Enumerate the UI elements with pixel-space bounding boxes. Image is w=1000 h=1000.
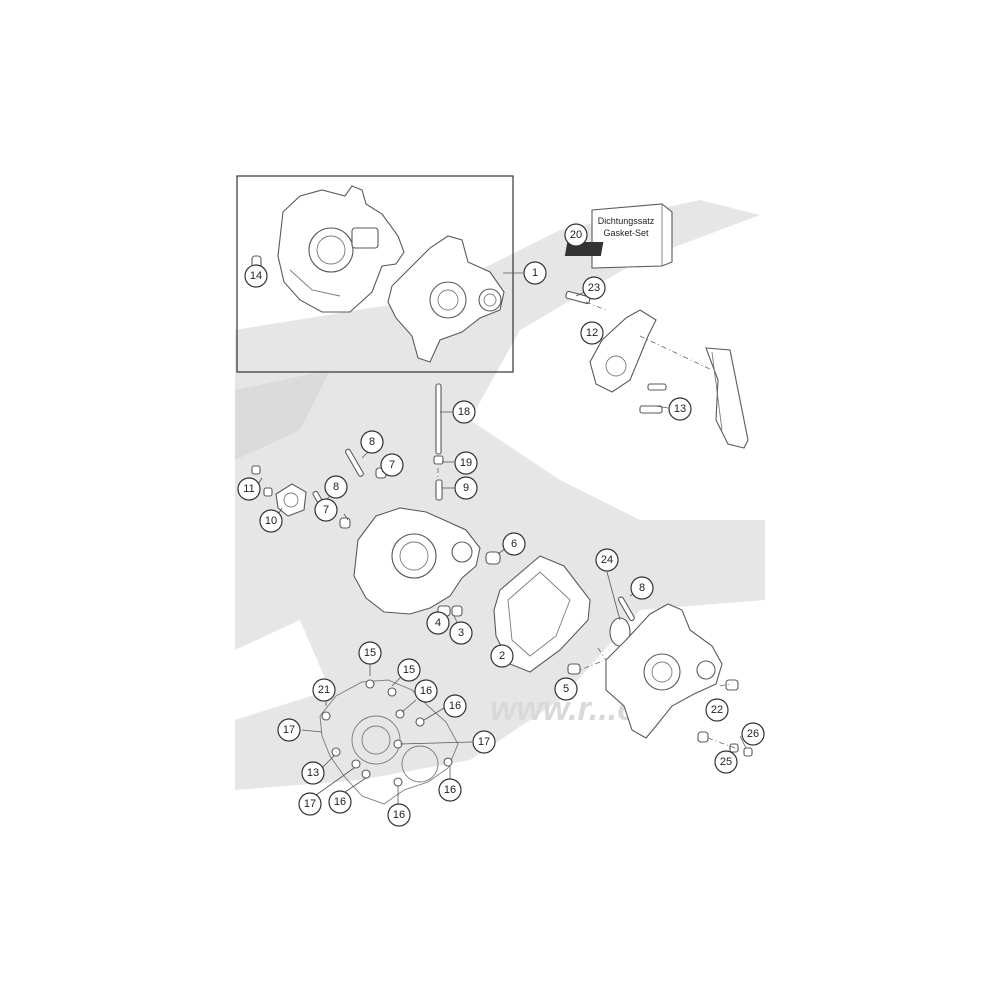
callout-24: 24 bbox=[595, 548, 619, 572]
callout-16-upper-right: 16 bbox=[443, 694, 467, 718]
callout-9: 9 bbox=[454, 476, 478, 500]
svg-text:11: 11 bbox=[243, 483, 254, 495]
svg-text:19: 19 bbox=[460, 457, 472, 469]
svg-text:8: 8 bbox=[639, 582, 645, 594]
callout-14: 14 bbox=[244, 264, 268, 288]
svg-text:17: 17 bbox=[283, 724, 295, 736]
gasket-box-line2: Gasket-Set bbox=[603, 228, 649, 238]
callout-15-left: 15 bbox=[358, 641, 382, 665]
callout-15-right: 15 bbox=[397, 658, 421, 682]
callout-7-middle: 7 bbox=[314, 498, 338, 522]
callout-8-upper: 8 bbox=[360, 430, 384, 454]
svg-text:21: 21 bbox=[318, 684, 330, 696]
callout-3: 3 bbox=[449, 621, 473, 645]
callout-26: 26 bbox=[741, 722, 765, 746]
seal-ring bbox=[609, 596, 635, 647]
svg-text:24: 24 bbox=[601, 554, 613, 566]
callout-12: 12 bbox=[580, 321, 604, 345]
ktm-logo-text: KTM bbox=[615, 245, 637, 256]
callout-25: 25 bbox=[714, 750, 738, 774]
svg-text:15: 15 bbox=[403, 664, 415, 676]
callout-layer: 1 14 20 23 12 13 18 8 7 19 9 11 8 10 7 6… bbox=[237, 223, 765, 827]
engine-bracket bbox=[565, 290, 667, 414]
crankcase-right-assembled bbox=[567, 603, 753, 757]
svg-text:16: 16 bbox=[449, 700, 461, 712]
svg-text:12: 12 bbox=[586, 327, 598, 339]
crankcase-left-half bbox=[277, 185, 405, 313]
svg-text:13: 13 bbox=[674, 403, 686, 415]
crankcase-cover bbox=[319, 679, 459, 805]
callout-10: 10 bbox=[259, 509, 283, 533]
callout-20: 20 bbox=[564, 223, 588, 247]
crankcase-right-half bbox=[387, 235, 505, 363]
svg-text:25: 25 bbox=[720, 756, 732, 768]
svg-text:6: 6 bbox=[511, 538, 517, 550]
svg-text:14: 14 bbox=[250, 270, 262, 282]
callout-21: 21 bbox=[312, 678, 336, 702]
svg-text:13: 13 bbox=[307, 767, 319, 779]
callout-6: 6 bbox=[502, 532, 526, 556]
svg-text:23: 23 bbox=[588, 282, 600, 294]
svg-text:8: 8 bbox=[333, 481, 339, 493]
callout-22: 22 bbox=[705, 698, 729, 722]
callout-16-bottom-center: 16 bbox=[387, 803, 411, 827]
callout-11: 11 bbox=[237, 477, 261, 501]
frame-guard bbox=[705, 347, 749, 449]
callout-4: 4 bbox=[426, 611, 450, 635]
callout-1: 1 bbox=[523, 261, 547, 285]
svg-text:16: 16 bbox=[420, 685, 432, 697]
small-cover bbox=[251, 465, 307, 517]
svg-text:5: 5 bbox=[563, 683, 569, 695]
svg-text:8: 8 bbox=[369, 436, 375, 448]
crankcase-left-assembled bbox=[353, 507, 501, 617]
svg-text:2: 2 bbox=[499, 650, 505, 662]
svg-text:16: 16 bbox=[444, 784, 456, 796]
svg-text:7: 7 bbox=[323, 504, 329, 516]
callout-5: 5 bbox=[554, 677, 578, 701]
svg-text:22: 22 bbox=[711, 704, 723, 716]
callout-17-bottom: 17 bbox=[298, 792, 322, 816]
callout-16-upper-left: 16 bbox=[414, 679, 438, 703]
svg-text:9: 9 bbox=[463, 482, 469, 494]
svg-text:20: 20 bbox=[570, 229, 582, 241]
callout-17-left: 17 bbox=[277, 718, 301, 742]
svg-text:16: 16 bbox=[393, 809, 405, 821]
svg-text:17: 17 bbox=[478, 736, 490, 748]
svg-text:4: 4 bbox=[435, 617, 441, 629]
callout-17-right: 17 bbox=[472, 730, 496, 754]
svg-text:10: 10 bbox=[265, 515, 277, 527]
callout-8-right: 8 bbox=[630, 576, 654, 600]
callout-18: 18 bbox=[452, 400, 476, 424]
callout-19: 19 bbox=[454, 451, 478, 475]
svg-text:16: 16 bbox=[334, 796, 346, 808]
callout-13-bracket: 13 bbox=[668, 397, 692, 421]
callout-7-upper: 7 bbox=[380, 453, 404, 477]
gasket-set-box: Dichtungssatz Gasket-Set KTM bbox=[564, 203, 673, 269]
svg-text:26: 26 bbox=[747, 728, 759, 740]
callout-16-bottom-left: 16 bbox=[328, 790, 352, 814]
gasket-box-line1: Dichtungssatz bbox=[598, 216, 655, 226]
callout-8-middle: 8 bbox=[324, 475, 348, 499]
callout-16-bottom-right: 16 bbox=[438, 778, 462, 802]
callout-23: 23 bbox=[582, 276, 606, 300]
crankcase-gasket bbox=[493, 555, 591, 673]
svg-text:15: 15 bbox=[364, 647, 376, 659]
crankcase-group-frame bbox=[236, 175, 514, 373]
svg-text:18: 18 bbox=[458, 406, 470, 418]
svg-text:1: 1 bbox=[532, 267, 538, 279]
svg-text:3: 3 bbox=[458, 627, 464, 639]
callout-13-cover: 13 bbox=[301, 761, 325, 785]
oil-line-stud bbox=[433, 383, 444, 501]
callout-2: 2 bbox=[490, 644, 514, 668]
svg-text:17: 17 bbox=[304, 798, 316, 810]
svg-text:7: 7 bbox=[389, 459, 395, 471]
